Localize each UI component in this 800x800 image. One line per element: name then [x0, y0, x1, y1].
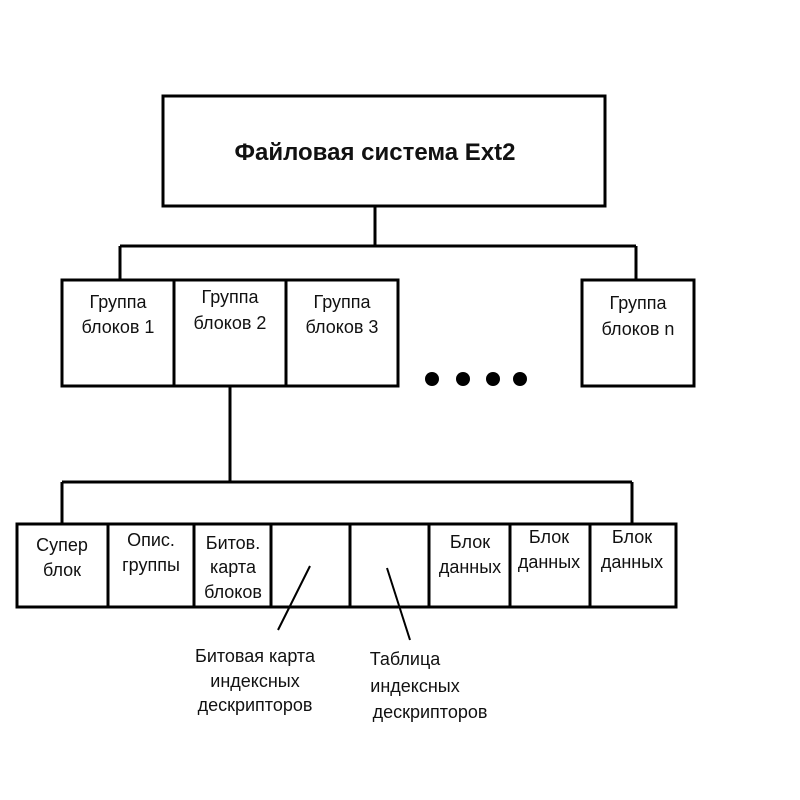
inode-table-annotation-line1: Таблица [370, 649, 442, 669]
inode-bitmap-annotation: Битовая карта индексных дескрипторов [195, 646, 316, 715]
data-block-3: Блок данных [588, 522, 678, 609]
block-group-3: Группа блоков 3 [284, 278, 400, 388]
block-group-3-label-line2: блоков 3 [306, 317, 379, 337]
superblock: Супер блок [15, 522, 110, 609]
data-block-1-label-line2: данных [439, 557, 501, 577]
superblock-box [15, 522, 110, 609]
inode-table-pointer [386, 567, 411, 641]
root-node: Файловая система Ext2 [161, 94, 607, 208]
block-bitmap: Битов. карта блоков [192, 522, 273, 609]
inode-table-block-box [348, 522, 431, 609]
block-group-2-label-line2: блоков 2 [194, 313, 267, 333]
block-groups-row: Группа блоков 1 Группа блоков 2 Группа б… [60, 278, 696, 388]
data-block-3-label-line2: данных [601, 552, 663, 572]
group-descriptors-label-line1: Опис. [127, 530, 175, 550]
data-block-2: Блок данных [508, 522, 592, 609]
root-title: Файловая система Ext2 [234, 139, 515, 166]
inode-bitmap-annotation-line3: дескрипторов [198, 695, 313, 715]
group-descriptors-box [106, 522, 196, 609]
block-group-2-label-line1: Группа [201, 287, 259, 307]
ellipsis-dot-3 [486, 372, 500, 386]
block-group-1-label-line1: Группа [89, 292, 147, 312]
data-block-3-label-line1: Блок [612, 527, 652, 547]
block-group-3-box [284, 278, 400, 388]
inode-bitmap-block-box [269, 522, 352, 609]
block-group-3-label-line1: Группа [313, 292, 371, 312]
data-block-2-label-line1: Блок [529, 527, 569, 547]
ellipsis-dot-1 [425, 372, 439, 386]
root-box [161, 94, 607, 208]
inode-bitmap-pointer [277, 565, 311, 631]
block-group-2: Группа блоков 2 [172, 278, 288, 388]
data-block-3-box [588, 522, 678, 609]
inode-table-annotation: Таблица индексных дескрипторов [370, 649, 488, 722]
blocks-row: Супер блок Опис. группы Битов. карта бло… [15, 522, 678, 609]
block-group-1-label-line2: блоков 1 [82, 317, 155, 337]
block-group-1-box [60, 278, 176, 388]
block-group-n: Группа блоков n [580, 278, 696, 388]
block-bitmap-label-line1: Битов. [206, 533, 260, 553]
block-group-1: Группа блоков 1 [60, 278, 176, 388]
block-group-n-box [580, 278, 696, 388]
block-bitmap-label-line2: карта [210, 557, 257, 577]
data-block-1-box [427, 522, 512, 609]
annotation-pointers [277, 565, 411, 641]
data-block-2-label-line2: данных [518, 552, 580, 572]
inode-table-annotation-line3: дескрипторов [373, 702, 488, 722]
ellipsis-dot-2 [456, 372, 470, 386]
block-group-n-label-line1: Группа [609, 293, 667, 313]
inode-table-block [348, 522, 431, 609]
inode-table-annotation-line2: индексных [370, 676, 459, 696]
block-group-n-label-line2: блоков n [602, 319, 675, 339]
data-block-1: Блок данных [427, 522, 512, 609]
ellipsis-dot-4 [513, 372, 527, 386]
block-bitmap-label-line3: блоков [204, 582, 262, 602]
group-descriptors-label-line2: группы [122, 555, 180, 575]
connectors-level2 [60, 386, 634, 524]
superblock-label-line2: блок [43, 560, 81, 580]
superblock-label-line1: Супер [36, 535, 88, 555]
data-block-1-label-line1: Блок [450, 532, 490, 552]
group-descriptors: Опис. группы [106, 522, 196, 609]
block-bitmap-box [192, 522, 273, 609]
inode-bitmap-block [269, 522, 352, 609]
connectors-level1 [118, 206, 638, 280]
block-group-2-box [172, 278, 288, 388]
ellipsis-dots [425, 372, 527, 386]
inode-bitmap-annotation-line1: Битовая карта [195, 646, 316, 666]
inode-bitmap-annotation-line2: индексных [210, 671, 299, 691]
